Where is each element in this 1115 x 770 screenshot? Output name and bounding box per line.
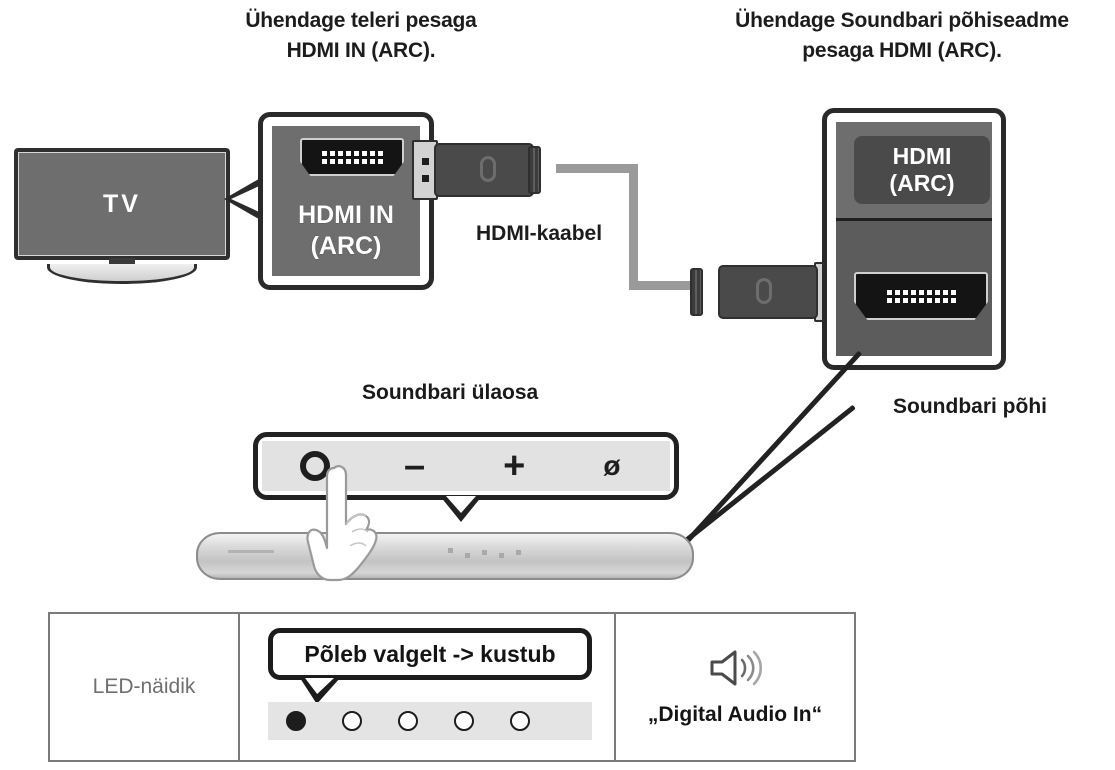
hdmi-connector-body-right <box>718 265 818 319</box>
hdmi-cable-label: HDMI-kaabel <box>476 222 603 245</box>
tv-illustration: TV <box>14 148 230 284</box>
tv-screen: TV <box>18 152 226 256</box>
label-soundbar-base: Soundbari põhi <box>893 395 1047 418</box>
callout-soundbar-inner: HDMI (ARC) <box>832 118 996 360</box>
tv-neck <box>109 258 135 268</box>
heading-tv-line1: Ühendage teleri pesaga <box>245 9 477 32</box>
volume-down-button[interactable]: – <box>404 445 426 487</box>
led-indicator-row-label: LED-näidik <box>50 614 240 760</box>
callout-soundbar-hdmi-port: HDMI (ARC) <box>822 108 1006 370</box>
leader-line-b <box>684 350 863 545</box>
digital-audio-in-label: „Digital Audio In“ <box>647 703 823 726</box>
hdmi-connector-tv-side <box>412 140 562 200</box>
led-strip <box>268 702 592 740</box>
label-soundbar-top: Soundbari ülaosa <box>362 381 539 404</box>
heading-tv-line2: HDMI IN (ARC). <box>286 39 436 62</box>
callout-tv-hdmi-port: HDMI IN (ARC) <box>258 112 434 290</box>
mute-button-icon[interactable]: ø <box>603 450 621 481</box>
hdmi-pin-row-bottom <box>321 158 383 164</box>
leader-line-a <box>684 404 856 543</box>
led-indicator-cell: Põleb valgelt -> kustub <box>240 614 614 760</box>
cable-segment-horizontal-top <box>556 164 638 173</box>
led-dot-2 <box>342 711 362 731</box>
hdmi-connector-body-left <box>434 143 534 197</box>
heading-soundbar-line2: pesaga HDMI (ARC). <box>802 39 1002 62</box>
cable-segment-vertical <box>629 164 638 290</box>
hdmi-in-arc-label: HDMI IN (ARC) <box>298 201 394 260</box>
led-dot-5 <box>510 711 530 731</box>
plate-divider <box>836 218 992 221</box>
power-button-icon[interactable] <box>300 451 330 481</box>
heading-tv-connection: Ühendage teleri pesaga HDMI IN (ARC). <box>196 6 526 66</box>
tv-screen-label: TV <box>103 189 141 218</box>
led-dot-4 <box>454 711 474 731</box>
heading-soundbar-connection: Ühendage Soundbari põhiseadme pesaga HDM… <box>700 6 1104 66</box>
hdmi-arc-label: HDMI (ARC) <box>889 143 955 196</box>
led-indicator-table: LED-näidik Põleb valgelt -> kustub „Digi… <box>48 612 856 762</box>
hdmi-pin-row-top <box>321 150 383 156</box>
soundbar-body <box>196 532 694 580</box>
hdmi-pin-row-bottom-2 <box>886 297 956 303</box>
hdmi-connector-grip-right <box>690 268 703 316</box>
hdmi-in-port-icon <box>300 138 404 176</box>
led-dot-3 <box>398 711 418 731</box>
speaker-volume-icon <box>710 650 763 686</box>
soundbar-grille-dots <box>448 548 521 558</box>
pointing-hand-illustration <box>306 465 378 582</box>
callout-tv-inner: HDMI IN (ARC) <box>268 122 424 280</box>
tv-bezel: TV <box>14 148 230 260</box>
hdmi-connector-ring-right <box>756 278 772 304</box>
led-dot-1 <box>286 711 306 731</box>
hdmi-connector-ring-left <box>480 156 496 182</box>
digital-audio-in-cell: „Digital Audio In“ <box>614 614 854 760</box>
soundbar-brand-mark <box>228 550 274 553</box>
cable-segment-horizontal-bottom <box>629 281 697 290</box>
led-status-bubble: Põleb valgelt -> kustub <box>268 628 592 680</box>
hdmi-arc-port-icon <box>854 272 988 320</box>
hdmi-connector-soundbar-side <box>690 262 840 322</box>
hdmi-pin-row-top-2 <box>886 289 956 295</box>
heading-soundbar-line1: Ühendage Soundbari põhiseadme <box>735 9 1069 32</box>
hdmi-arc-plate: HDMI (ARC) <box>854 136 990 204</box>
volume-up-button[interactable]: + <box>503 445 526 487</box>
hdmi-connector-grip-left <box>528 146 541 194</box>
tv-stand <box>47 264 197 284</box>
